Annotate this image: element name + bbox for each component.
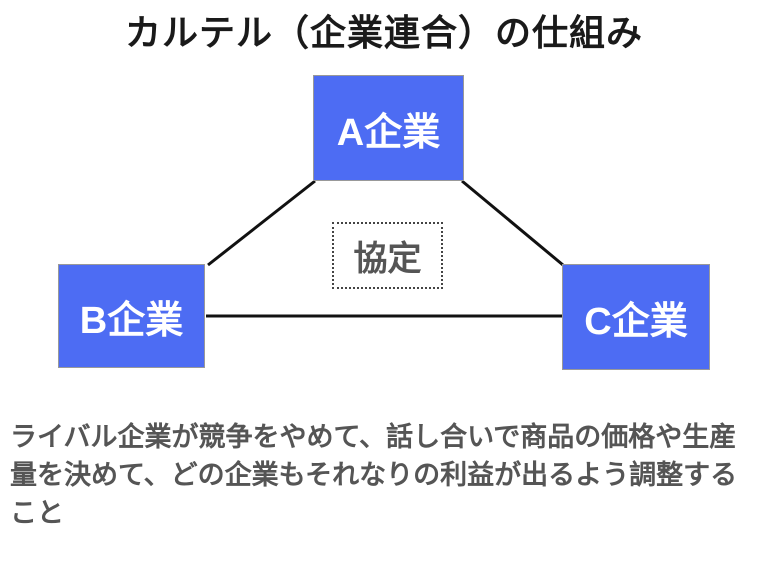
description-text: ライバル企業が競争をやめて、話し合いで商品の価格や生産量を決めて、どの企業もそれ…: [10, 422, 738, 528]
agreement-label: 協定: [353, 240, 422, 278]
page-title: カルテル（企業連合）の仕組み: [124, 12, 643, 53]
company-c-label: C企業: [584, 300, 688, 343]
company-b-node: B企業: [58, 264, 205, 368]
edge-a-b: [207, 179, 316, 267]
agreement-box: 協定: [332, 222, 443, 289]
company-c-node: C企業: [562, 264, 710, 370]
edge-a-c: [461, 179, 564, 267]
company-a-label: A企業: [336, 111, 441, 154]
company-a-node: A企業: [313, 75, 464, 181]
company-b-label: B企業: [79, 299, 184, 342]
